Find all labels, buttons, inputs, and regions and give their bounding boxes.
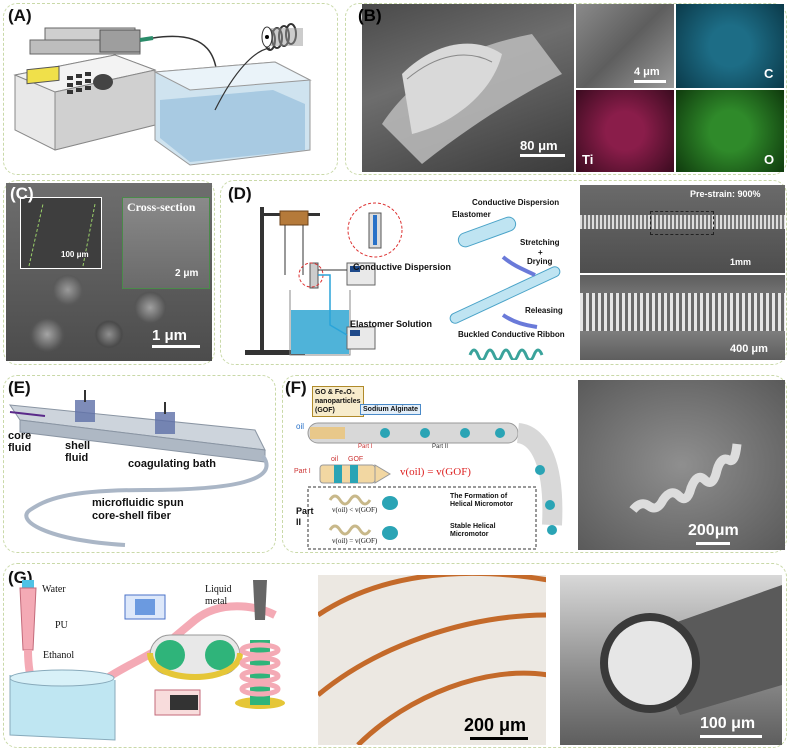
scale-label: 100 μm: [61, 250, 89, 259]
panel-a-label: (A): [8, 6, 32, 25]
coaxial-printing-illustration: [245, 202, 561, 360]
helical-micromotor-illustration: [307, 422, 563, 550]
sem-ribbon-top: Pre-strain: 900% 1mm: [580, 185, 785, 273]
scale-label: 400 μm: [730, 343, 768, 355]
g-ethanol-label: Ethanol: [43, 650, 75, 661]
panel-e: [3, 375, 276, 553]
panel-a: [3, 3, 338, 175]
f-part1-b-label: Part I: [294, 468, 311, 475]
g-water-label: Water: [42, 584, 66, 595]
scale-label: 200 μm: [464, 715, 527, 735]
f-equation-less: v(oil) < v(GOF): [332, 506, 378, 514]
panel-f-label: (F): [285, 378, 307, 397]
d-buckled-label: Buckled Conductive Ribbon: [458, 330, 565, 339]
scale-bar: [520, 154, 565, 157]
syringe-pump-illustration: [13, 23, 312, 166]
panel-b: [345, 3, 787, 175]
sem-fiber-cross-section: 100 μm: [560, 575, 782, 745]
scale-label: 1 μm: [152, 327, 188, 344]
d-conductive-dispersion-2-label: Conductive Dispersion: [472, 198, 560, 207]
sem-fiber-image: 80 μm: [362, 4, 574, 172]
scale-label: 80 μm: [520, 138, 558, 153]
panel-e-label: (E): [8, 378, 31, 397]
d-drying-label: Drying: [527, 257, 553, 266]
f-part2-label: Part II: [432, 444, 449, 450]
scale-bar: [152, 345, 200, 348]
e-fiber-label: microfluidic spun core-shell fiber: [92, 497, 184, 522]
f-gof-b-label: GOF: [348, 456, 364, 463]
d-stretching-label: Stretching: [520, 238, 560, 247]
scale-label: 2 μm: [175, 268, 199, 279]
scale-label: 4 μm: [634, 66, 660, 78]
f-formation-label: The Formation of Helical Micromotor: [450, 493, 514, 508]
scale-bar: [634, 80, 666, 83]
e-core-fluid-label: core fluid: [8, 430, 32, 454]
d-plus-label: +: [538, 248, 543, 257]
scale-label: 200μm: [688, 522, 739, 539]
f-alginate-label: Sodium Alginate: [360, 404, 421, 415]
panel-c: [3, 180, 215, 365]
scale-bar: [696, 542, 730, 545]
g-liquid-metal-label: Liquid metal: [205, 584, 232, 607]
scale-bar: [700, 735, 762, 738]
panel-f: [282, 375, 787, 553]
f-oil-label: oil: [296, 422, 305, 431]
panel-b-label: (B): [358, 6, 382, 25]
optical-micrograph-fibers: 200 μm: [318, 575, 546, 745]
cross-section-inset: Cross-section 2 μm: [122, 197, 210, 289]
sem-helical-micromotor: 200μm: [578, 380, 785, 550]
f-oil-b-label: oil: [331, 456, 339, 463]
sem-surface-inset: 4 μm: [576, 4, 674, 88]
d-elastomer-solution-label: Elastomer Solution: [350, 319, 433, 329]
panel-g: [3, 563, 787, 748]
scale-label: 1mm: [730, 257, 752, 267]
eds-map-carbon: C: [676, 4, 784, 88]
f-part1-label: Part I: [358, 444, 373, 450]
e-coag-bath-label: coagulating bath: [128, 458, 216, 470]
g-pu-label: PU: [55, 620, 68, 631]
sem-ribbon-bottom: 400 μm: [580, 275, 785, 360]
liquid-metal-fiber-illustration: [9, 580, 285, 741]
d-elastomer-label: Elastomer: [452, 210, 491, 219]
f-equation-equal: v(oil) = v(GOF): [332, 537, 378, 545]
microfluidic-device-illustration: [8, 390, 269, 547]
f-equation-main: v(oil) = v(GOF): [400, 466, 471, 478]
element-label-ti: Ti: [582, 152, 594, 167]
eds-map-titanium: Ti: [576, 90, 674, 172]
scale-bar: [470, 737, 528, 740]
eds-map-oxygen: O: [676, 90, 784, 172]
panel-d: [220, 180, 787, 365]
element-label-c: C: [764, 66, 774, 81]
sem-particles-image: 100 μm Cross-section 2 μm 1 μm: [6, 183, 212, 361]
panel-d-label: (D): [228, 184, 252, 203]
f-part2-box-label: Part II: [296, 506, 314, 527]
d-releasing-label: Releasing: [525, 306, 563, 315]
cross-section-left-inset: 100 μm: [20, 197, 102, 269]
d-conductive-dispersion-label: Conductive Dispersion: [353, 262, 452, 272]
f-stable-label: Stable Helical Micromotor: [450, 523, 496, 538]
panel-c-label: (C): [10, 184, 34, 203]
scale-label: 100 μm: [700, 715, 756, 732]
inset-title: Cross-section: [127, 200, 196, 214]
f-gof-label: GO & Fe₃O₄ nanoparticles (GOF): [312, 386, 364, 417]
e-shell-fluid-label: shell fluid: [65, 440, 91, 464]
element-label-o: O: [764, 152, 775, 167]
prestrain-label: Pre-strain: 900%: [690, 189, 761, 199]
